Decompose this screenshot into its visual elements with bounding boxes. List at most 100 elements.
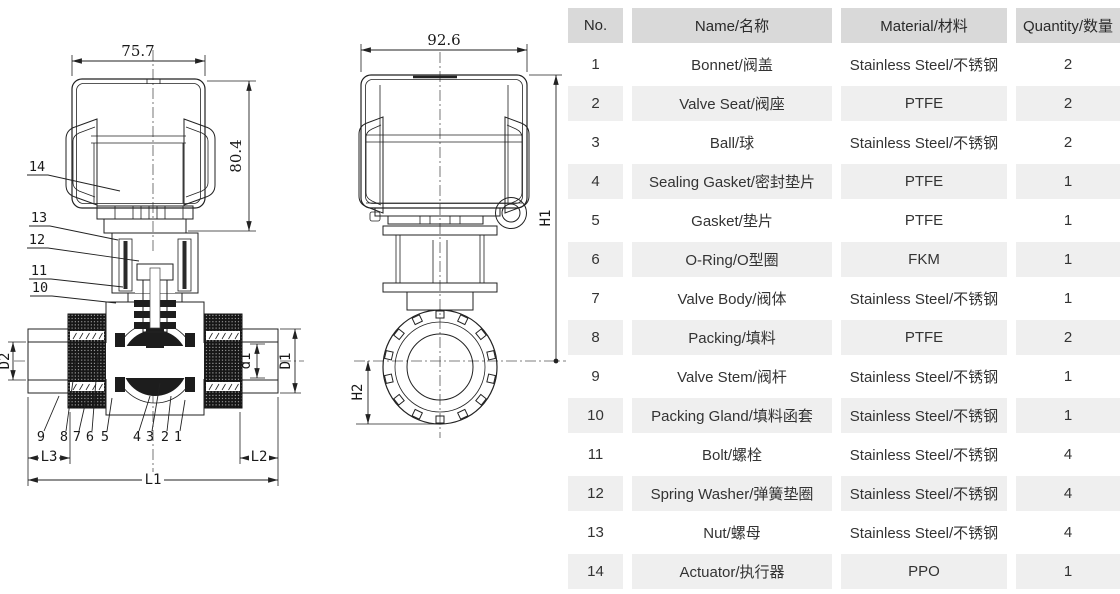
cell-material: PTFE (841, 164, 1007, 199)
cell-no: 11 (568, 437, 623, 472)
cell-name: Actuator/执行器 (632, 554, 832, 589)
cell-material: Stainless Steel/不锈钢 (841, 398, 1007, 433)
dim-D1: D1 (278, 328, 301, 394)
cell-name: Gasket/垫片 (632, 203, 832, 238)
cell-material: PTFE (841, 86, 1007, 121)
front-view-drawing: 75.7 80.4 D2 d1 D1 (0, 42, 304, 488)
dim-h1-label: H1 (538, 210, 554, 227)
callout-10: 10 (32, 280, 48, 296)
dim-h2-label: H2 (350, 384, 366, 401)
dim-l2: L2 (239, 397, 279, 465)
dim-l1-label: L1 (145, 472, 162, 488)
dim-d1-label: d1 (238, 353, 254, 370)
cell-material: Stainless Steel/不锈钢 (841, 476, 1007, 511)
header-no: No. (568, 8, 623, 43)
bracket-side (369, 207, 501, 311)
pipe-left (27, 328, 71, 394)
dim-D1-label: D1 (278, 353, 294, 370)
callouts-left: 14 13 12 11 10 (27, 159, 140, 304)
dim-height: 80.4 (188, 80, 256, 232)
callout-8: 8 (60, 429, 68, 445)
cell-qty: 2 (1016, 320, 1120, 355)
cell-no: 12 (568, 476, 623, 511)
table-row: 14 Actuator/执行器 PPO 1 (568, 554, 1120, 589)
callout-12: 12 (29, 232, 45, 248)
cell-no: 5 (568, 203, 623, 238)
dim-h2: H2 (350, 361, 438, 425)
cell-qty: 1 (1016, 359, 1120, 394)
dim-height-label: 80.4 (227, 139, 245, 172)
cell-qty: 1 (1016, 281, 1120, 316)
cell-name: Valve Stem/阀杆 (632, 359, 832, 394)
dim-h1: H1 (529, 74, 562, 364)
cell-name: O-Ring/O型圈 (632, 242, 832, 277)
union-nut-left (67, 313, 107, 409)
callout-11: 11 (31, 263, 47, 279)
callout-6: 6 (86, 429, 94, 445)
union-nut-end-view (382, 309, 498, 425)
callout-2: 2 (161, 429, 169, 445)
cell-name: Sealing Gasket/密封垫片 (632, 164, 832, 199)
actuator-base (96, 205, 194, 234)
table-row: 11 Bolt/螺栓 Stainless Steel/不锈钢 4 (568, 437, 1120, 472)
cell-qty: 2 (1016, 47, 1120, 82)
cell-name: Spring Washer/弹簧垫圈 (632, 476, 832, 511)
callout-1: 1 (174, 429, 182, 445)
side-view-drawing: 92.6 H1 H2 (350, 31, 566, 438)
cell-material: FKM (841, 242, 1007, 277)
cell-material: PTFE (841, 320, 1007, 355)
cell-qty: 1 (1016, 164, 1120, 199)
dim-width-label: 75.7 (121, 42, 154, 60)
cell-name: Ball/球 (632, 125, 832, 160)
callouts-bottom: 9 8 7 6 5 4 3 2 1 (37, 351, 186, 445)
cell-qty: 1 (1016, 554, 1120, 589)
cell-name: Bolt/螺栓 (632, 437, 832, 472)
cell-no: 8 (568, 320, 623, 355)
dim-width: 75.7 (71, 42, 206, 76)
dim-d2-label: D2 (0, 353, 13, 370)
dim-d2: D2 (0, 341, 26, 381)
callout-4: 4 (133, 429, 141, 445)
dim-l3-label: L3 (41, 449, 58, 465)
header-material: Material/材料 (841, 8, 1007, 43)
header-quantity: Quantity/数量 (1016, 8, 1120, 43)
cell-material: Stainless Steel/不锈钢 (841, 437, 1007, 472)
actuator-side (358, 74, 530, 214)
cell-material: PPO (841, 554, 1007, 589)
callout-14: 14 (29, 159, 45, 175)
cell-qty: 1 (1016, 203, 1120, 238)
dim-l2-label: L2 (251, 449, 268, 465)
cell-name: Packing Gland/填料函套 (632, 398, 832, 433)
cell-no: 9 (568, 359, 623, 394)
dim-width: 92.6 (360, 31, 528, 72)
cell-qty: 4 (1016, 437, 1120, 472)
callout-3: 3 (146, 429, 154, 445)
cell-qty: 1 (1016, 242, 1120, 277)
header-name: Name/名称 (632, 8, 832, 43)
actuator-front (65, 78, 216, 209)
dim-l3: L3 (27, 397, 71, 465)
dim-width-label: 92.6 (427, 31, 460, 49)
dim-d1: d1 (238, 343, 265, 379)
cell-name: Valve Seat/阀座 (632, 86, 832, 121)
valve-stem (134, 263, 176, 333)
cell-qty: 2 (1016, 125, 1120, 160)
callout-5: 5 (101, 429, 109, 445)
union-nut-right (203, 313, 243, 409)
cell-material: PTFE (841, 203, 1007, 238)
cell-qty: 2 (1016, 86, 1120, 121)
cell-name: Bonnet/阀盖 (632, 47, 832, 82)
callout-9: 9 (37, 429, 45, 445)
cell-material: Stainless Steel/不锈钢 (841, 515, 1007, 550)
cell-qty: 4 (1016, 515, 1120, 550)
cell-no: 14 (568, 554, 623, 589)
